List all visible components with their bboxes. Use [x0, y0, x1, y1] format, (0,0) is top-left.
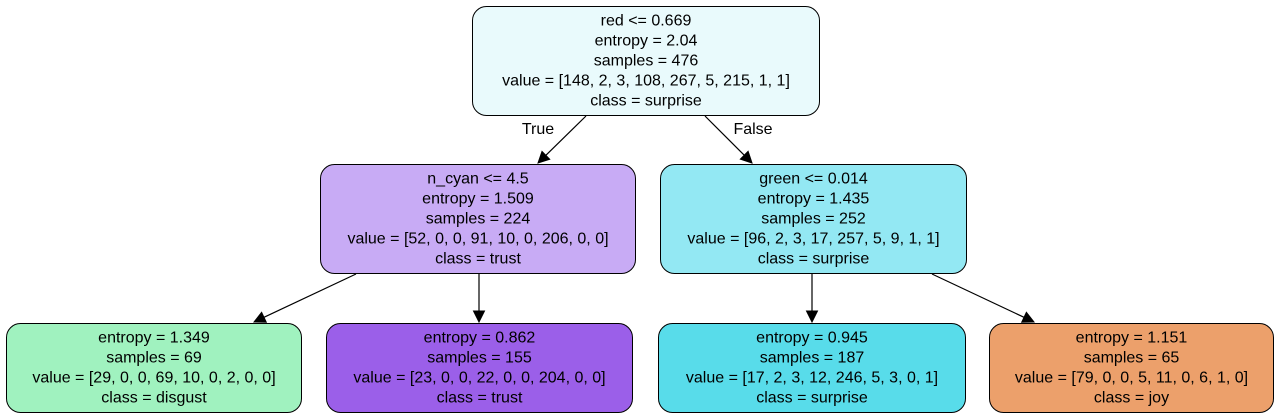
edge-green-split-to-leaf-surprise [805, 274, 819, 324]
node-text-line: samples = 224 [426, 211, 531, 228]
node-text-line: samples = 65 [1084, 350, 1180, 367]
node-box [472, 6, 820, 116]
edge-n-cyan-split-to-leaf-trust [472, 274, 486, 324]
node-text-line: class = trust [437, 390, 523, 407]
arrowhead-icon [805, 310, 819, 324]
node-box [326, 323, 633, 413]
node-text-line: class = surprise [590, 93, 702, 110]
tree-node-leaf-trust: entropy = 0.862 samples = 155 value = [23,… [326, 323, 633, 413]
tree-node-leaf-joy: entropy = 1.151 samples = 65 value = [79, … [989, 323, 1274, 413]
tree-node-green-split: green <= 0.014 entropy = 1.435 samples = 2… [660, 164, 967, 274]
arrowhead-icon [1020, 311, 1036, 323]
node-text-line: class = disgust [101, 390, 207, 407]
node-text-line: entropy = 1.509 [422, 191, 534, 208]
node-text-line: samples = 252 [761, 211, 866, 228]
node-text-line: value = [23, 0, 0, 22, 0, 0, 204, 0, 0] [353, 370, 605, 387]
node-box [320, 164, 636, 274]
node-text-line: value = [148, 2, 3, 108, 267, 5, 215, 1,… [502, 73, 790, 90]
tree-node-root: red <= 0.669 entropy = 2.04 samples = 476 v… [472, 6, 820, 116]
node-text-line: entropy = 0.862 [424, 330, 536, 347]
node-box [660, 164, 967, 274]
node-text-line: value = [52, 0, 0, 91, 10, 0, 206, 0, 0] [347, 231, 608, 248]
node-box [6, 323, 302, 413]
node-text-line: samples = 155 [427, 350, 532, 367]
node-text-line: entropy = 1.151 [1076, 330, 1188, 347]
node-text-line: class = joy [1094, 390, 1169, 407]
edge-green-split-to-leaf-joy [931, 273, 1036, 323]
node-text-line: value = [29, 0, 0, 69, 10, 0, 2, 0, 0] [32, 370, 275, 387]
edge-root-to-n-cyan-split: True [522, 115, 587, 164]
edge-line [931, 273, 1025, 318]
node-box [989, 323, 1274, 413]
node-text-line: entropy = 0.945 [756, 330, 868, 347]
edge-label-false: False [733, 121, 772, 138]
node-text-line: class = surprise [758, 251, 870, 268]
tree-node-leaf-surprise: entropy = 0.945 samples = 187 value = [17,… [658, 323, 966, 413]
node-text-line: red <= 0.669 [601, 13, 692, 30]
edges-layer: True False [252, 115, 1036, 324]
arrowhead-icon [739, 150, 753, 164]
nodes-layer: red <= 0.669 entropy = 2.04 samples = 476 v… [6, 6, 1274, 413]
node-text-line: entropy = 1.349 [98, 330, 210, 347]
node-text-line: n_cyan <= 4.5 [427, 171, 529, 188]
node-text-line: samples = 187 [760, 350, 865, 367]
node-text-line: samples = 69 [106, 350, 202, 367]
edge-line [545, 115, 587, 156]
edge-label-true: True [522, 121, 554, 138]
edge-line [263, 273, 357, 318]
node-text-line: entropy = 2.04 [595, 33, 698, 50]
node-text-line: value = [96, 2, 3, 17, 257, 5, 9, 1, 1] [687, 231, 939, 248]
arrowhead-icon [252, 311, 268, 323]
node-text-line: class = trust [435, 251, 521, 268]
node-text-line: value = [79, 0, 0, 5, 11, 0, 6, 1, 0] [1015, 370, 1248, 387]
arrowhead-icon [537, 150, 551, 164]
edge-n-cyan-split-to-leaf-disgust [252, 273, 357, 323]
node-text-line: class = surprise [756, 390, 868, 407]
edge-root-to-green-split: False [704, 115, 773, 164]
tree-node-leaf-disgust: entropy = 1.349 samples = 69 value = [29, … [6, 323, 302, 413]
node-text-line: green <= 0.014 [759, 171, 868, 188]
tree-node-n-cyan-split: n_cyan <= 4.5 entropy = 1.509 samples = 22… [320, 164, 636, 274]
edge-line [704, 115, 745, 156]
node-text-line: entropy = 1.435 [758, 191, 870, 208]
node-text-line: value = [17, 2, 3, 12, 246, 5, 3, 0, 1] [686, 370, 938, 387]
arrowhead-icon [472, 310, 486, 324]
node-text-line: samples = 476 [594, 53, 699, 70]
node-box [658, 323, 966, 413]
